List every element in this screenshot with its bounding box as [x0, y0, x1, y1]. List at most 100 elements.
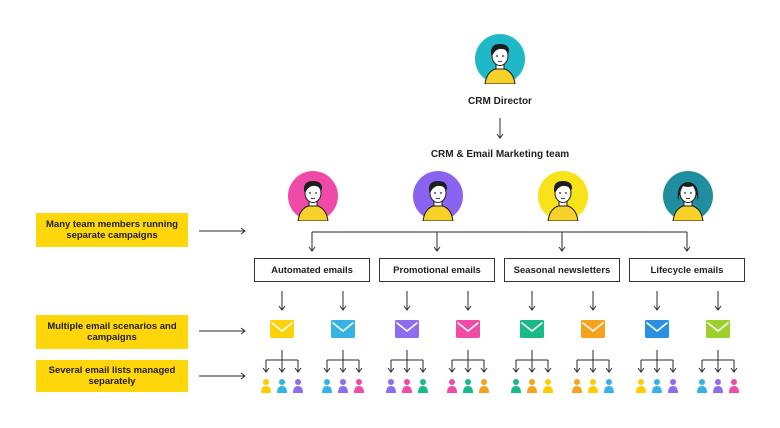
arrow-head	[240, 327, 246, 335]
campaign-type-box: Promotional emails	[379, 258, 495, 282]
arrow-head	[419, 367, 427, 373]
person-icon	[295, 379, 301, 385]
hair-shape	[677, 182, 699, 201]
envelope-flap	[271, 322, 293, 332]
arrow-head	[714, 305, 722, 311]
arrow-head	[339, 305, 347, 311]
envelope-icon	[645, 320, 669, 338]
person-body	[277, 386, 287, 393]
arrow-head	[653, 367, 661, 373]
person-body	[402, 386, 412, 393]
arrow-head	[403, 305, 411, 311]
envelope-icon	[395, 320, 419, 338]
arrow-head	[433, 246, 441, 252]
eye-shape	[502, 55, 504, 57]
arrow-head	[669, 367, 677, 373]
arrow-head	[308, 246, 316, 252]
envelope-flap	[396, 322, 418, 332]
eye-shape	[440, 192, 442, 194]
arrow-head	[480, 367, 488, 373]
person-icon	[731, 379, 737, 385]
mouth-shape	[310, 197, 316, 200]
person-icon	[715, 379, 721, 385]
director-avatar	[475, 34, 525, 84]
envelope-flap	[521, 322, 543, 332]
hair-shape	[553, 181, 573, 193]
person-body	[652, 386, 662, 393]
eye-shape	[315, 192, 317, 194]
person-icon	[529, 379, 535, 385]
envelope-flap	[707, 322, 729, 332]
envelope-icon	[456, 320, 480, 338]
arrow-head	[262, 367, 270, 373]
team-title: CRM & Email Marketing team	[430, 149, 570, 160]
person-body	[447, 386, 457, 393]
person-body	[697, 386, 707, 393]
eye-shape	[690, 192, 692, 194]
campaign-type-box: Seasonal newsletters	[504, 258, 620, 282]
note-team-members: Many team members running separate campa…	[36, 213, 188, 247]
eye-shape	[309, 192, 311, 194]
envelope-flap	[332, 322, 354, 332]
person-body	[729, 386, 739, 393]
arrow-head	[278, 305, 286, 311]
arrow-head	[387, 367, 395, 373]
person-body	[338, 386, 348, 393]
arrow-head	[278, 367, 286, 373]
arrow-head	[544, 367, 552, 373]
arrow-head	[464, 367, 472, 373]
arrow-head	[573, 367, 581, 373]
director-title: CRM Director	[468, 96, 532, 107]
person-body	[572, 386, 582, 393]
arrow-head	[528, 367, 536, 373]
eye-shape	[559, 192, 561, 194]
envelope-icon	[331, 320, 355, 338]
eye-shape	[496, 55, 498, 57]
person-icon	[388, 379, 394, 385]
person-icon	[699, 379, 705, 385]
arrow-head	[294, 367, 302, 373]
envelope-flap	[582, 322, 604, 332]
arrow-head	[355, 367, 363, 373]
arrow-head	[698, 367, 706, 373]
hair-shape	[428, 181, 448, 193]
person-body	[463, 386, 473, 393]
note-scenarios: Multiple email scenarios and campaigns	[36, 315, 188, 349]
person-icon	[606, 379, 612, 385]
arrow-head	[448, 367, 456, 373]
arrow-head	[240, 227, 246, 235]
arrow-head	[589, 305, 597, 311]
envelope-icon	[520, 320, 544, 338]
person-icon	[545, 379, 551, 385]
mouth-shape	[435, 197, 441, 200]
person-body	[588, 386, 598, 393]
person-icon	[279, 379, 285, 385]
person-body	[354, 386, 364, 393]
person-icon	[638, 379, 644, 385]
arrow-head	[464, 305, 472, 311]
team-member-avatar	[538, 171, 588, 221]
campaign-type-box: Automated emails	[254, 258, 370, 282]
person-body	[479, 386, 489, 393]
arrow-head	[589, 367, 597, 373]
arrow-head	[339, 367, 347, 373]
mouth-shape	[685, 197, 691, 200]
eye-shape	[684, 192, 686, 194]
team-member-avatar	[413, 171, 463, 221]
team-member-avatar	[663, 171, 713, 221]
envelope-icon	[270, 320, 294, 338]
person-body	[511, 386, 521, 393]
person-body	[261, 386, 271, 393]
person-icon	[481, 379, 487, 385]
person-icon	[449, 379, 455, 385]
hair-shape	[490, 44, 510, 56]
eye-shape	[565, 192, 567, 194]
person-icon	[465, 379, 471, 385]
person-icon	[404, 379, 410, 385]
team-member-avatar	[288, 171, 338, 221]
envelope-flap	[457, 322, 479, 332]
person-icon	[670, 379, 676, 385]
person-body	[713, 386, 723, 393]
arrow-head	[323, 367, 331, 373]
